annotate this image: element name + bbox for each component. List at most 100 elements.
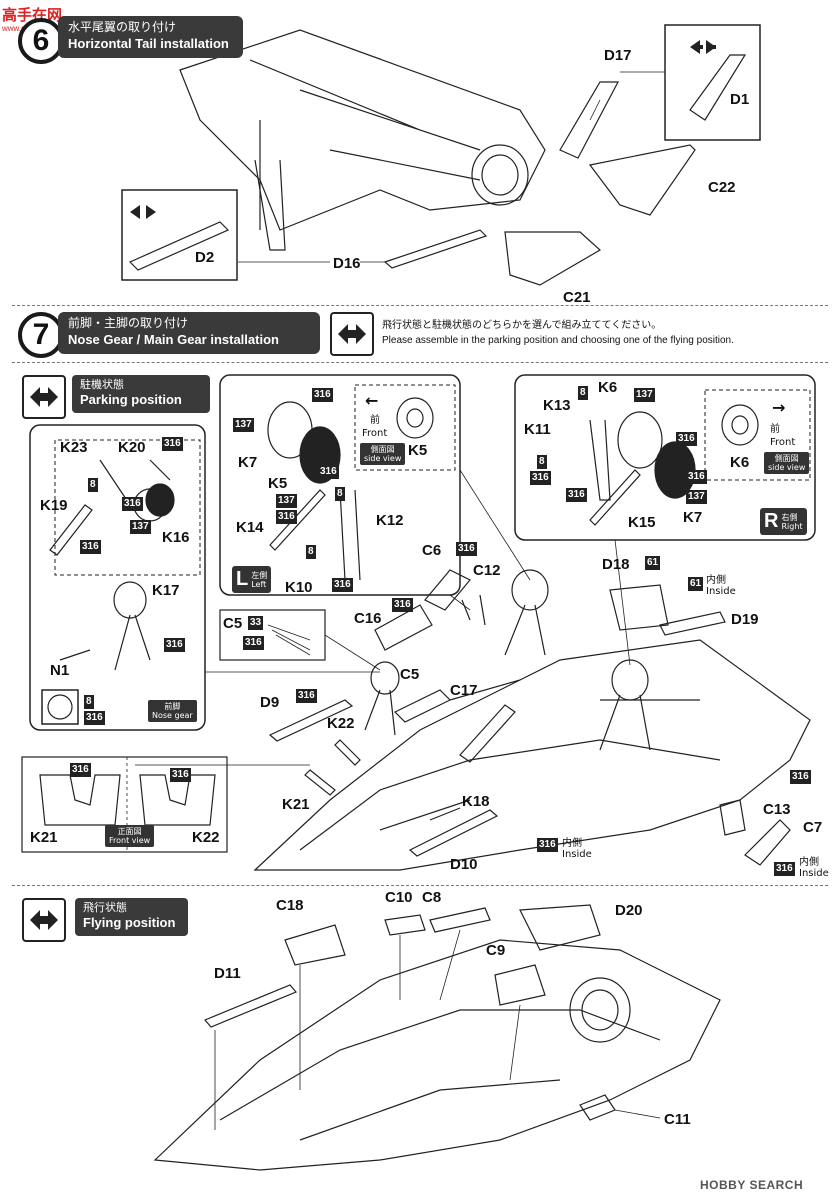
right-side-view-tag: 側面図 side view <box>764 452 810 474</box>
paint-code-badge: 316 <box>296 689 317 703</box>
parking-title-jp: 駐機状態 <box>80 378 124 391</box>
part-label-d18: D18 <box>602 556 630 573</box>
part-label-k5-side: K5 <box>408 442 428 459</box>
paint-code-badge: 316 <box>686 470 707 484</box>
part-label-k7: K7 <box>238 454 258 471</box>
part-label-c8: C8 <box>422 889 442 906</box>
inside-jp-2: 内側 <box>562 838 582 849</box>
right-side-view-en: side view <box>768 463 806 472</box>
part-label-k15: K15 <box>628 514 656 531</box>
part-label-k19: K19 <box>40 497 68 514</box>
part-label-c10: C10 <box>385 889 413 906</box>
separator-top <box>12 305 828 306</box>
paint-code-badge: 316 <box>530 471 551 485</box>
inside-jp: 内側 <box>706 575 726 586</box>
double-arrow-icon <box>338 324 366 344</box>
step6-header: 水平尾翼の取り付け Horizontal Tail installation <box>58 16 243 58</box>
step6-title-jp: 水平尾翼の取り付け <box>68 20 177 34</box>
step7-title-jp: 前脚・主脚の取り付け <box>68 316 189 330</box>
paint-code-badge: 137 <box>233 418 254 432</box>
step6-number: 6 <box>32 24 50 57</box>
paint-code-badge: 316 <box>456 542 477 556</box>
part-label-c16: C16 <box>354 610 382 627</box>
nose-gear-jp: 前脚 <box>164 702 181 711</box>
paint-code-badge: 316 <box>392 598 413 612</box>
parking-arrow-icon <box>22 375 66 419</box>
step7-header: 前脚・主脚の取り付け Nose Gear / Main Gear install… <box>58 312 320 354</box>
part-label-k12: K12 <box>376 512 404 529</box>
part-label-c6: C6 <box>422 542 442 559</box>
flying-title-en: Flying position <box>83 915 176 930</box>
paint-code-badge: 316 <box>84 711 105 725</box>
flying-header: 飛行状態 Flying position <box>75 898 188 936</box>
left-front-jp: 前 <box>370 415 380 426</box>
part-label-c13: C13 <box>763 801 791 818</box>
inside-jp-3: 内側 <box>799 857 819 868</box>
left-side-letter: L <box>236 568 249 590</box>
paint-code-badge: 316 <box>162 437 183 451</box>
part-label-d9: D9 <box>260 694 280 711</box>
flying-arrow-icon <box>22 898 66 942</box>
paint-code-badge: 316 <box>243 636 264 650</box>
right-side-jp: 右側 <box>781 512 798 522</box>
footer-watermark: HOBBY SEARCH <box>700 1178 803 1192</box>
left-front-en: Front <box>362 428 388 439</box>
right-front-arrow: → <box>772 398 786 417</box>
part-label-d10: D10 <box>450 856 478 873</box>
part-label-d1: D1 <box>730 91 750 108</box>
part-label-k16: K16 <box>162 529 190 546</box>
paint-code-badge: 137 <box>276 494 297 508</box>
paint-code-badge: 316 <box>537 838 558 852</box>
left-side-view-tag: 側面図 side view <box>360 443 406 465</box>
part-label-c17: C17 <box>450 682 478 699</box>
paint-code-badge: 8 <box>88 478 98 492</box>
part-label-d16: D16 <box>333 255 361 272</box>
part-label-c22: C22 <box>708 179 736 196</box>
part-label-k23: K23 <box>60 439 88 456</box>
step7-title-en: Nose Gear / Main Gear installation <box>68 332 279 347</box>
part-label-k20: K20 <box>118 439 146 456</box>
paint-code-badge: 61 <box>688 577 704 591</box>
part-label-c18: C18 <box>276 897 304 914</box>
front-view-en: Front view <box>109 836 151 845</box>
separator-mid <box>12 362 828 363</box>
part-label-k17: K17 <box>152 582 180 599</box>
paint-code-badge: 8 <box>335 487 345 501</box>
double-arrow-icon <box>30 387 58 407</box>
inside-en-2: Inside <box>562 849 592 860</box>
paint-code-badge: 316 <box>774 862 795 876</box>
right-front-jp: 前 <box>770 424 780 435</box>
front-view-tag: 正面図 Front view <box>105 825 155 847</box>
step7-instruction-en: Please assemble in the parking position … <box>382 335 734 346</box>
right-side-view-jp: 側面図 <box>774 454 799 463</box>
paint-code-badge: 316 <box>312 388 333 402</box>
part-label-c12: C12 <box>473 562 501 579</box>
part-label-n1: N1 <box>50 662 70 679</box>
nose-gear-tag: 前脚 Nose gear <box>148 700 197 722</box>
parking-header: 駐機状態 Parking position <box>72 375 210 413</box>
part-label-c5-box: C5 <box>223 615 243 632</box>
part-label-k6-side: K6 <box>730 454 750 471</box>
paint-code-badge: 137 <box>130 520 151 534</box>
right-front-en: Front <box>770 437 796 448</box>
part-label-k21-front: K21 <box>30 829 58 846</box>
step6-title-en: Horizontal Tail installation <box>68 36 229 51</box>
part-label-d11: D11 <box>214 965 241 982</box>
part-label-k21: K21 <box>282 796 310 813</box>
paint-code-badge: 316 <box>80 540 101 554</box>
part-label-k6: K6 <box>598 379 618 396</box>
part-label-k18: K18 <box>462 793 490 810</box>
paint-code-badge: 8 <box>84 695 94 709</box>
paint-code-badge: 33 <box>248 616 264 630</box>
footer-watermark-text: HOBBY SEARCH <box>700 1178 804 1192</box>
step7-number: 7 <box>32 318 50 351</box>
right-side-letter: R <box>764 510 779 532</box>
paint-code-badge: 137 <box>686 490 707 504</box>
right-side-en: Right <box>781 521 803 531</box>
flying-title-jp: 飛行状態 <box>83 901 127 914</box>
part-label-k22: K22 <box>327 715 355 732</box>
choice-arrow-icon <box>330 312 374 356</box>
left-side-view-jp: 側面図 <box>370 445 395 454</box>
